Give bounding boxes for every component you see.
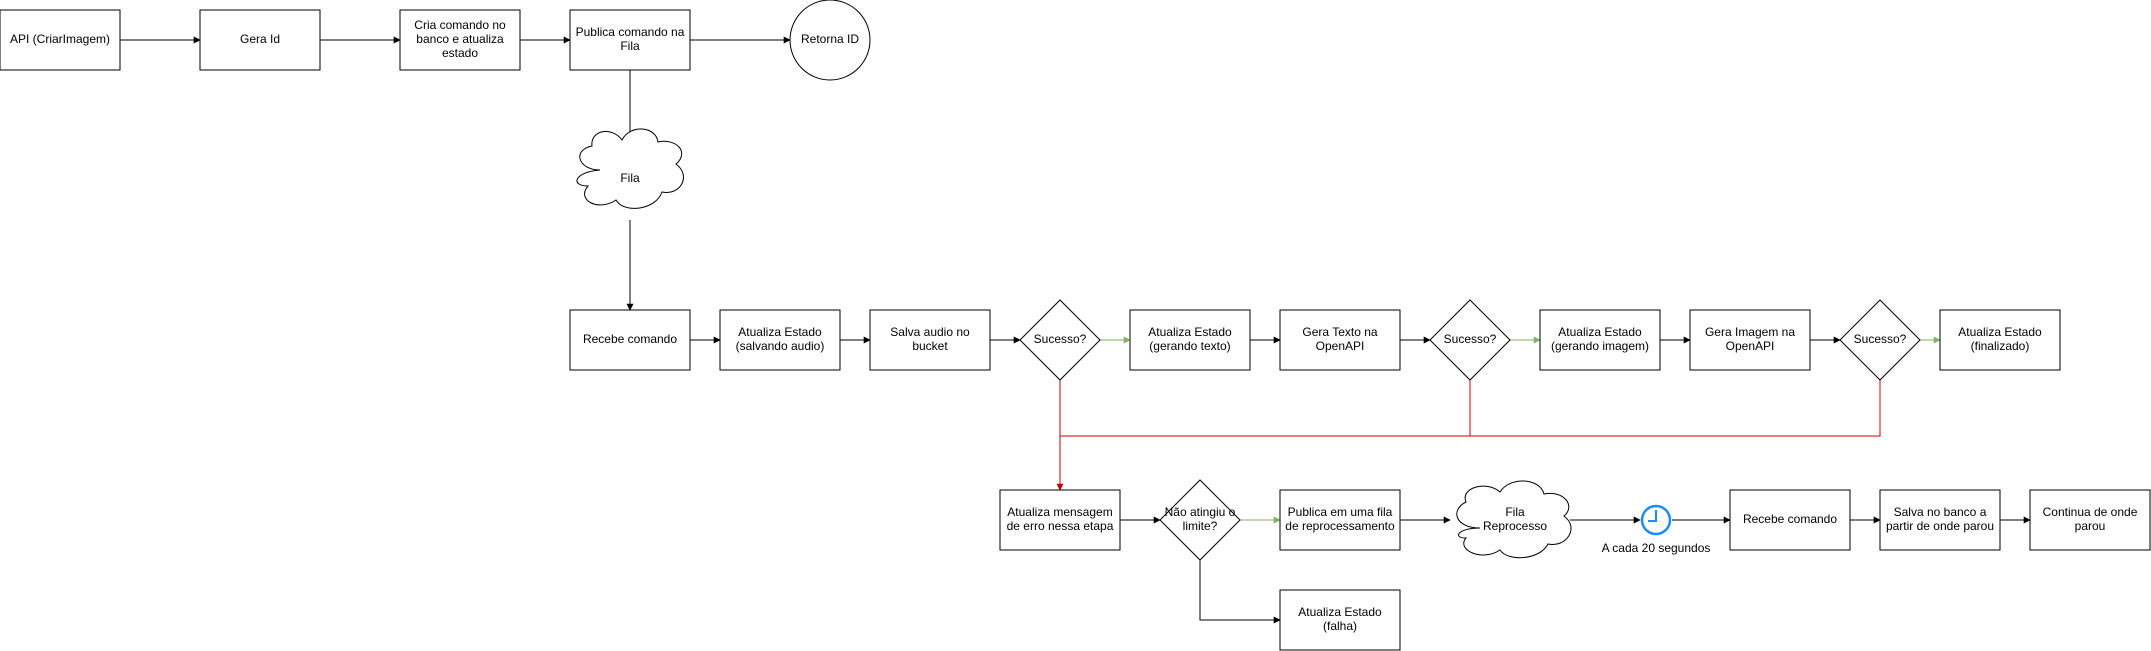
node-recebe-comando-2 xyxy=(1729,489,1851,551)
node-recebe-comando xyxy=(569,309,691,371)
label-fila-reprocesso-line-1: Fila xyxy=(1505,505,1525,519)
label-estado-finalizado-line-2: (finalizado) xyxy=(1971,339,2030,353)
label-nao-atingiu-line-2: limite? xyxy=(1183,519,1218,533)
node-estado-finalizado xyxy=(1939,309,2061,371)
node-fila-reprocesso-cloud xyxy=(1456,480,1572,559)
label-publica-reprocessamento-line-1: Publica em uma fila xyxy=(1288,505,1393,519)
node-publica-fila xyxy=(569,9,691,71)
label-recebe-comando-line-1: Recebe comando xyxy=(583,332,677,346)
clock-icon xyxy=(1640,504,1672,536)
label-continua-line-2: parou xyxy=(2075,519,2106,533)
label-cria-comando-line-3: estado xyxy=(442,46,478,60)
label-api-line-1: API (CriarImagem) xyxy=(10,32,110,46)
node-salva-audio xyxy=(869,309,991,371)
label-gera-texto-line-2: OpenAPI xyxy=(1316,339,1365,353)
label-publica-fila-line-2: Fila xyxy=(620,39,640,53)
label-gera-texto-line-1: Gera Texto na xyxy=(1302,325,1377,339)
node-atualiza-erro xyxy=(999,489,1121,551)
label-fila-line-1: Fila xyxy=(620,171,640,185)
label-sucesso-2-line-1: Sucesso? xyxy=(1444,332,1497,346)
label-nao-atingiu-line-1: Não atingiu o xyxy=(1165,505,1236,519)
node-estado-salvando xyxy=(719,309,841,371)
node-salva-banco xyxy=(1879,489,2001,551)
node-continua xyxy=(2029,489,2151,551)
label-estado-gerando-imagem-line-1: Atualiza Estado xyxy=(1558,325,1642,339)
label-estado-gerando-texto-line-1: Atualiza Estado xyxy=(1148,325,1232,339)
label-estado-gerando-imagem-line-2: (gerando imagem) xyxy=(1551,339,1649,353)
node-sucesso-1 xyxy=(1019,299,1101,381)
edge-limite-falha xyxy=(1199,560,1281,624)
label-publica-fila-line-1: Publica comando na xyxy=(576,25,685,39)
label-estado-salvando-line-2: (salvando audio) xyxy=(736,339,825,353)
label-cria-comando-line-1: Cria comando no xyxy=(414,18,506,32)
label-fila-reprocesso-line-2: Reprocesso xyxy=(1483,519,1547,533)
label-cria-comando-line-2: banco e atualiza xyxy=(416,32,504,46)
label-continua-line-1: Continua de onde xyxy=(2043,505,2138,519)
node-estado-gerando-imagem xyxy=(1539,309,1661,371)
label-retorna-id-line-1: Retorna ID xyxy=(801,32,859,46)
label-estado-gerando-texto-line-2: (gerando texto) xyxy=(1149,339,1230,353)
edge-sucesso3-erro xyxy=(1470,380,1881,437)
label-timer-line-1: A cada 20 segundos xyxy=(1602,541,1711,555)
edge-sucesso2-erro xyxy=(1060,380,1471,437)
node-api xyxy=(0,9,121,71)
label-salva-banco-line-2: partir de onde parou xyxy=(1886,519,1994,533)
label-salva-banco-line-1: Salva no banco a xyxy=(1894,505,1987,519)
node-gera-imagem xyxy=(1689,309,1811,371)
label-gera-id-line-1: Gera Id xyxy=(240,32,280,46)
label-sucesso-1-line-1: Sucesso? xyxy=(1034,332,1087,346)
node-estado-falha xyxy=(1279,589,1401,651)
node-gera-id xyxy=(199,9,321,71)
label-atualiza-erro-line-1: Atualiza mensagem xyxy=(1007,505,1112,519)
label-estado-finalizado-line-1: Atualiza Estado xyxy=(1958,325,2042,339)
node-cria-comando xyxy=(399,9,521,71)
label-salva-audio-line-1: Salva audio no xyxy=(890,325,970,339)
node-fila-cloud xyxy=(576,128,684,209)
node-sucesso-2 xyxy=(1429,299,1511,381)
node-retorna-id xyxy=(789,0,871,81)
node-nao-atingiu xyxy=(1159,479,1241,561)
label-recebe-comando-2-line-1: Recebe comando xyxy=(1743,512,1837,526)
label-sucesso-3-line-1: Sucesso? xyxy=(1854,332,1907,346)
label-gera-imagem-line-2: OpenAPI xyxy=(1726,339,1775,353)
label-estado-falha-line-2: (falha) xyxy=(1323,619,1357,633)
node-gera-texto xyxy=(1279,309,1401,371)
label-gera-imagem-line-1: Gera Imagem na xyxy=(1705,325,1795,339)
label-atualiza-erro-line-2: de erro nessa etapa xyxy=(1007,519,1114,533)
label-salva-audio-line-2: bucket xyxy=(912,339,948,353)
label-estado-falha-line-1: Atualiza Estado xyxy=(1298,605,1382,619)
node-publica-reprocessamento xyxy=(1279,489,1401,551)
label-estado-salvando-line-1: Atualiza Estado xyxy=(738,325,822,339)
node-sucesso-3 xyxy=(1839,299,1921,381)
label-publica-reprocessamento-line-2: de reprocessamento xyxy=(1285,519,1395,533)
node-estado-gerando-texto xyxy=(1129,309,1251,371)
